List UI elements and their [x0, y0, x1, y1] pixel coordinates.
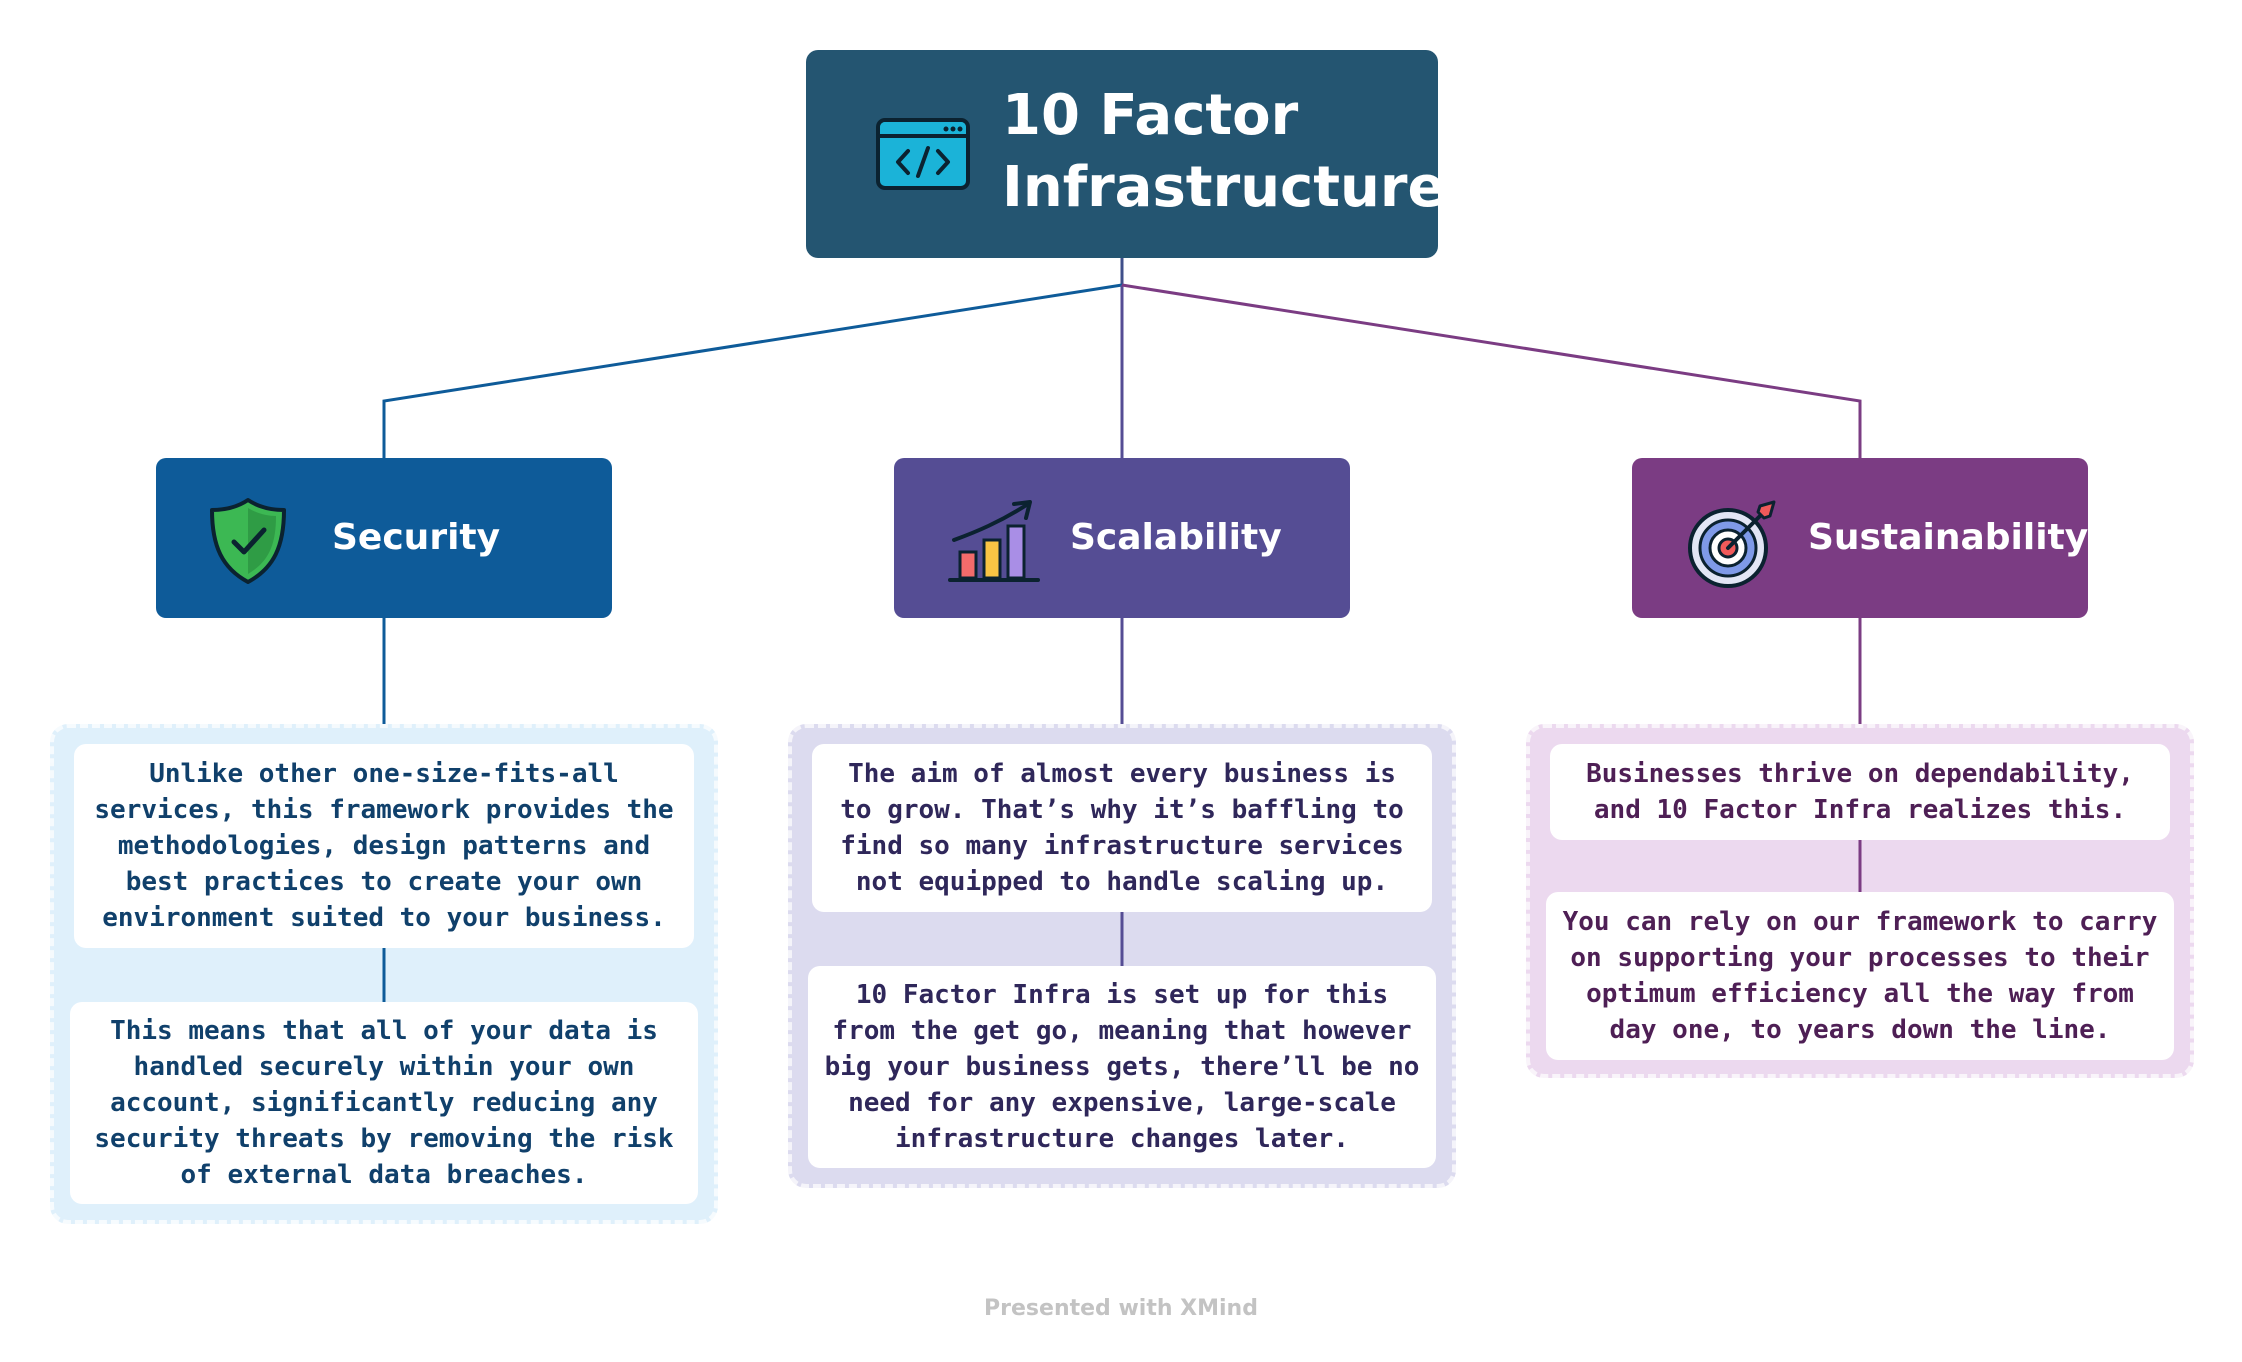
central-topic[interactable]: 10 Factor Infrastructure — [806, 50, 1446, 258]
title-line-1: 10 Factor — [1002, 83, 1299, 148]
detail-text: This means that all of your data is hand… — [94, 1016, 674, 1190]
shield-check-icon — [208, 496, 288, 590]
detail-text: Businesses thrive on dependability, and … — [1586, 759, 2134, 825]
detail-text: 10 Factor Infra is set up for this from … — [824, 980, 1420, 1154]
detail-card[interactable]: Businesses thrive on dependability, and … — [1550, 744, 2170, 840]
detail-card[interactable]: You can rely on our framework to carry o… — [1546, 892, 2174, 1060]
connector-security — [382, 283, 1123, 458]
detail-card[interactable]: The aim of almost every business is to g… — [812, 744, 1432, 912]
title-line-2: Infrastructure — [1002, 155, 1446, 220]
topic-label: Sustainability — [1808, 517, 2089, 558]
code-window-icon — [876, 118, 970, 194]
growth-chart-icon — [946, 496, 1042, 590]
footer-credit: Presented with XMind — [984, 1296, 1258, 1321]
central-topic-title: 10 Factor Infrastructure — [1002, 80, 1446, 224]
detail-card[interactable]: This means that all of your data is hand… — [70, 1002, 698, 1204]
topic-scalability[interactable]: Scalability — [894, 458, 1350, 618]
detail-text: The aim of almost every business is to g… — [840, 759, 1404, 897]
target-icon — [1684, 496, 1780, 596]
topic-label: Security — [332, 517, 501, 558]
detail-card[interactable]: Unlike other one-size-fits-all services,… — [74, 744, 694, 948]
topic-label: Scalability — [1070, 517, 1282, 558]
detail-text: You can rely on our framework to carry o… — [1562, 907, 2158, 1045]
connector-sustainability — [1121, 283, 1862, 458]
detail-text: Unlike other one-size-fits-all services,… — [94, 759, 674, 933]
topic-sustainability[interactable]: Sustainability — [1632, 458, 2088, 618]
detail-card[interactable]: 10 Factor Infra is set up for this from … — [808, 966, 1436, 1168]
topic-security[interactable]: Security — [156, 458, 612, 618]
